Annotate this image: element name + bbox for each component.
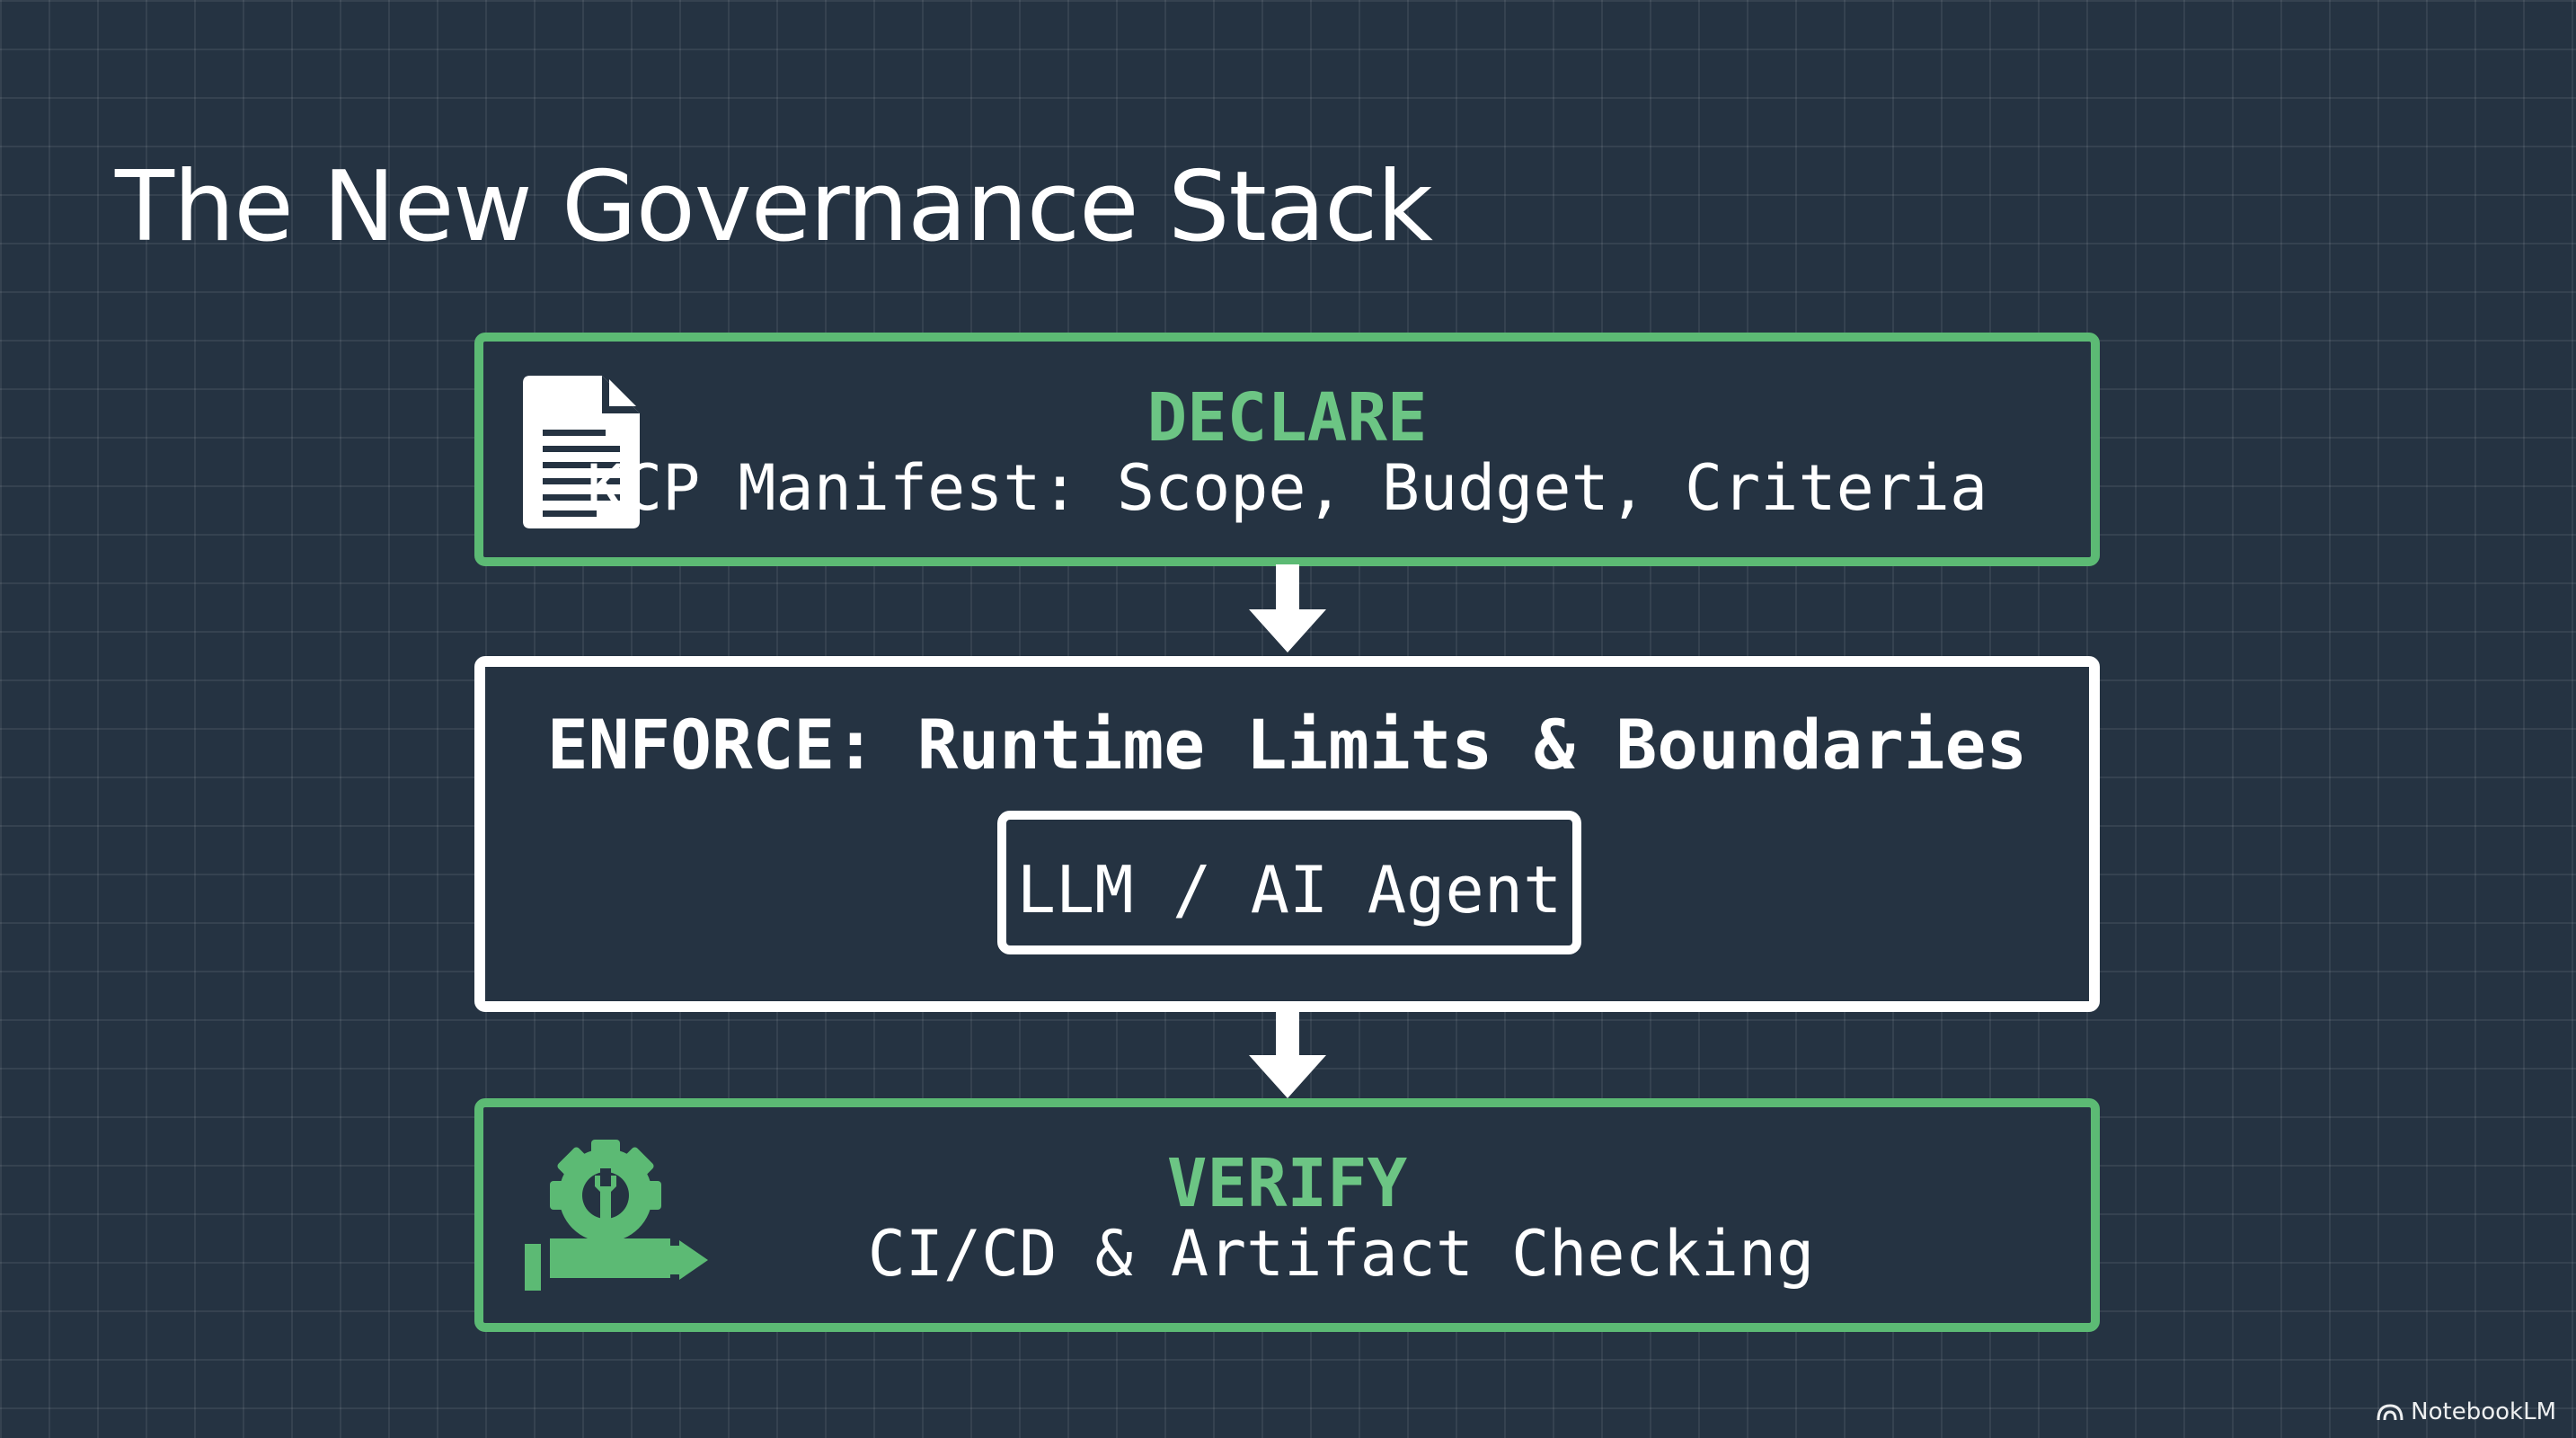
declare-subtitle: KCP Manifest: Scope, Budget, Criteria	[586, 451, 1988, 525]
verify-subtitle: CI/CD & Artifact Checking	[867, 1217, 1815, 1291]
notebooklm-logo-icon	[2377, 1404, 2403, 1421]
llm-agent-box: LLM / AI Agent	[997, 811, 1581, 954]
enforce-layer-box: ENFORCE: Runtime Limits & Boundaries LLM…	[474, 656, 2100, 1012]
brand-watermark: NotebookLM	[2377, 1398, 2556, 1425]
gear-wrench-icon	[525, 1140, 708, 1291]
document-icon	[523, 376, 640, 528]
arrow-down-icon	[1249, 1010, 1326, 1098]
arrow-down-icon	[1249, 564, 1326, 652]
llm-agent-label: LLM / AI Agent	[1016, 852, 1562, 928]
declare-layer-box: DECLARE KCP Manifest: Scope, Budget, Cri…	[474, 333, 2100, 566]
enforce-title: ENFORCE: Runtime Limits & Boundaries	[546, 705, 2028, 785]
page-title: The New Governance Stack	[115, 151, 1433, 263]
verify-layer-box: VERIFY CI/CD & Artifact Checking	[474, 1098, 2100, 1332]
declare-title: DECLARE	[1146, 379, 1428, 457]
brand-label: NotebookLM	[2411, 1398, 2556, 1425]
verify-title: VERIFY	[1166, 1145, 1408, 1222]
